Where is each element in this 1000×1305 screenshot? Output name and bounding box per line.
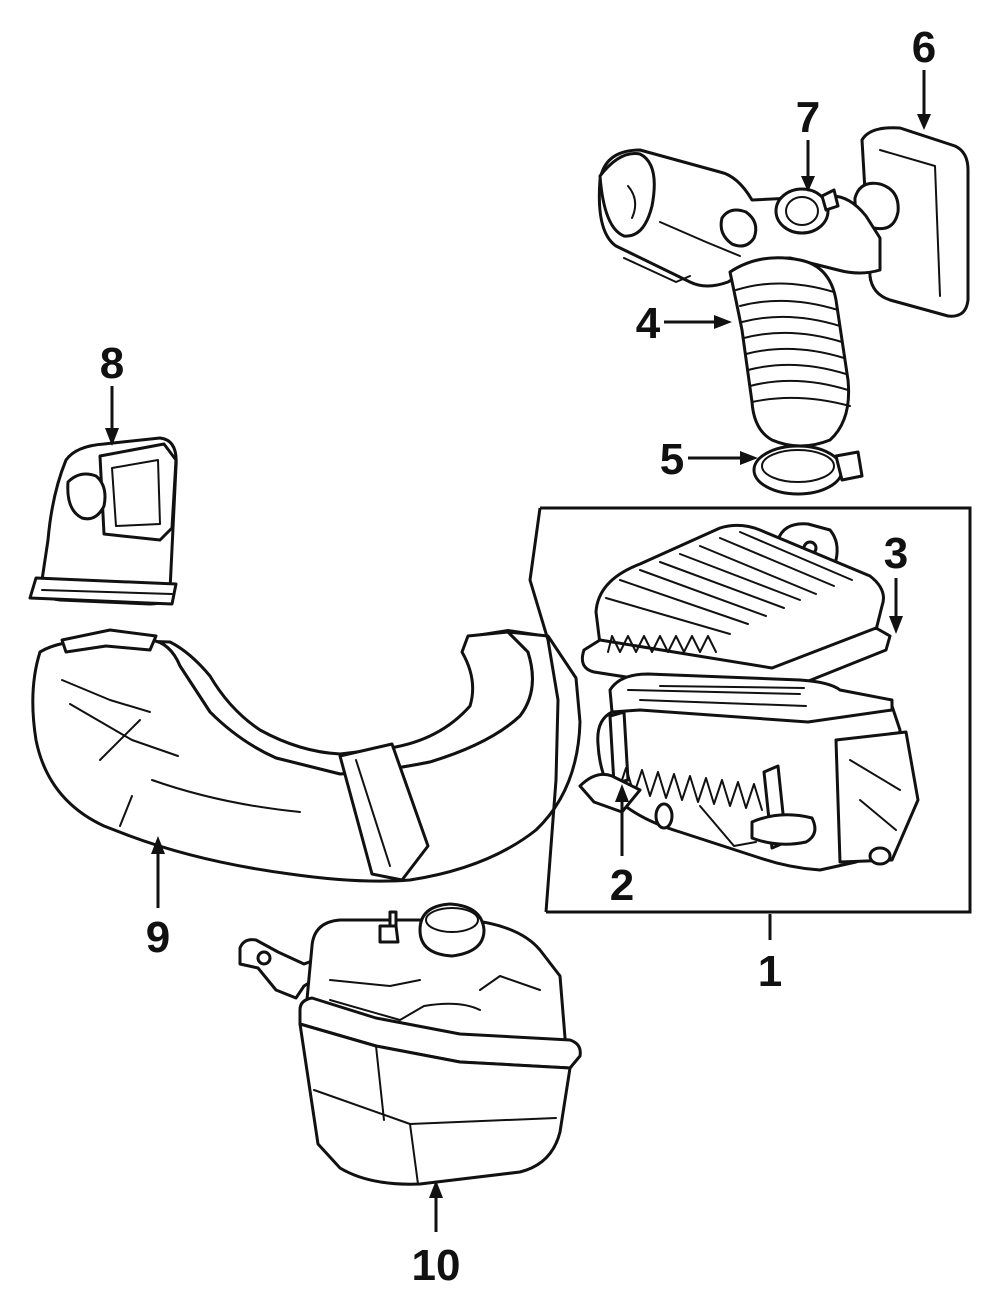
callout-1: 1	[758, 947, 782, 996]
arrowhead-7	[801, 176, 815, 192]
callout-3: 3	[884, 529, 908, 578]
arrowhead-5	[740, 451, 758, 465]
arrowhead-10	[429, 1180, 443, 1198]
arrowhead-8	[105, 428, 119, 446]
arrowhead-6	[917, 114, 931, 130]
part-3-air-cleaner-cover[interactable]	[580, 522, 892, 699]
part-6-duct-housing[interactable]	[853, 126, 970, 318]
arrowhead-9	[151, 836, 165, 854]
part-4-bellows[interactable]	[728, 256, 851, 448]
callout-8: 8	[100, 339, 124, 388]
part-9-intake-duct[interactable]	[31, 628, 582, 883]
part-1-bracket	[528, 506, 972, 914]
part-5-hose-clamp[interactable]	[752, 444, 864, 496]
part-2-air-cleaner-case[interactable]	[578, 672, 920, 872]
arrowhead-2	[615, 784, 629, 802]
callout-7: 7	[796, 93, 820, 142]
arrowhead-3	[889, 616, 903, 634]
callout-10: 10	[412, 1241, 461, 1290]
leader-lines	[105, 70, 931, 1232]
part-7-hose-clamp[interactable]	[774, 187, 840, 235]
callout-9: 9	[146, 913, 170, 962]
callout-6: 6	[912, 23, 936, 72]
callout-labels: 6 7 4 5 8 3 2 1 9 10	[100, 23, 936, 1290]
callout-5: 5	[660, 435, 684, 484]
part-4-intake-tube[interactable]	[597, 148, 882, 288]
part-10-reservoir-tank[interactable]	[238, 902, 582, 1186]
part-8-duct-elbow[interactable]	[28, 436, 178, 606]
arrowhead-4	[714, 315, 732, 329]
callout-4: 4	[636, 299, 661, 348]
callout-2: 2	[610, 861, 634, 910]
